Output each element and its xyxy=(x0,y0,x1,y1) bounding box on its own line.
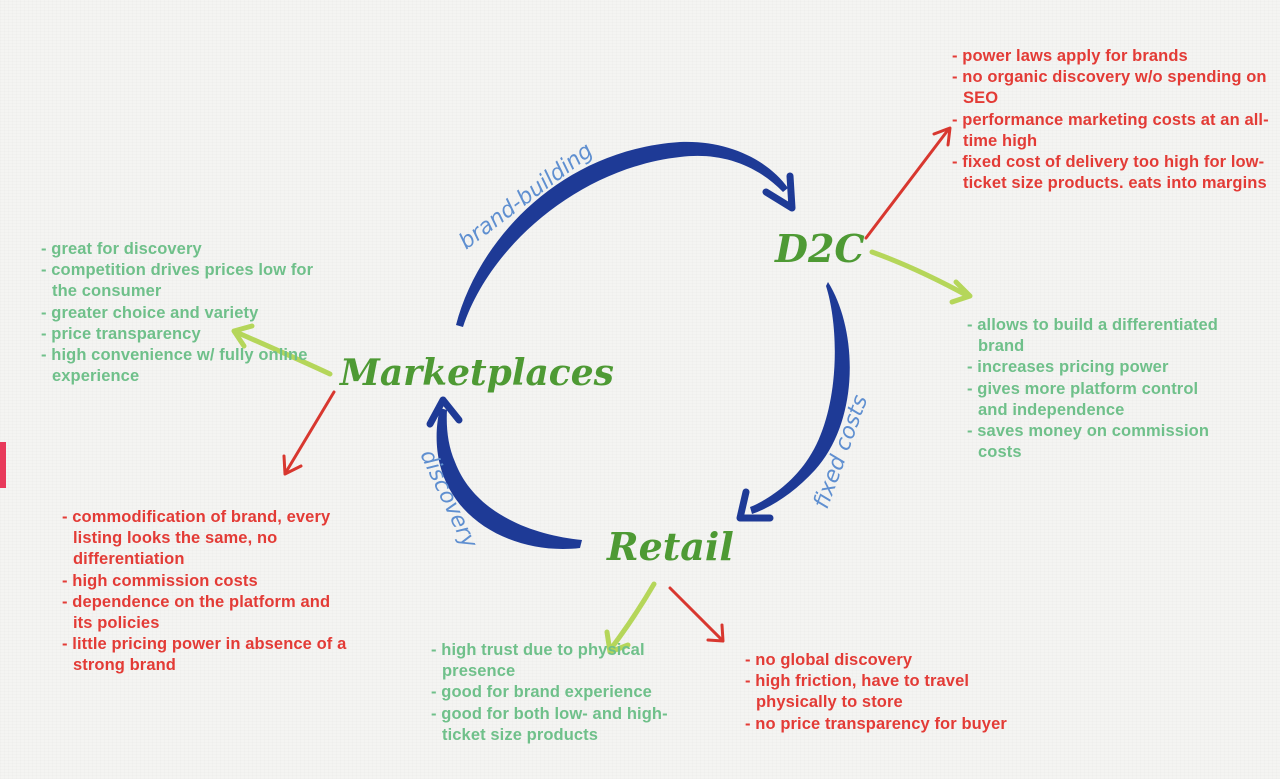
list-item: little pricing power in absence of a str… xyxy=(62,634,347,676)
list-item: allows to build a differentiated brand xyxy=(967,315,1227,357)
retail-cons-arrow xyxy=(668,586,724,642)
list-item: no price transparency for buyer xyxy=(745,714,1045,735)
fixed-costs-arrow xyxy=(750,282,850,514)
marketplaces-cons-list: commodification of brand, every listing … xyxy=(62,507,347,677)
list-item: price transparency xyxy=(41,324,321,345)
marketplaces-cons-arrowhead xyxy=(282,454,303,476)
d2c-cons-list: power laws apply for brands no organic d… xyxy=(952,46,1270,194)
list-item: dependence on the platform and its polic… xyxy=(62,592,347,634)
d2c-cons-arrowhead xyxy=(932,126,952,147)
list-item: commodification of brand, every listing … xyxy=(62,507,347,571)
list-item: gives more platform control and independ… xyxy=(967,379,1227,421)
list-item: high trust due to physical presence xyxy=(431,640,701,682)
list-item: fixed cost of delivery too high for low-… xyxy=(952,152,1270,194)
edge-label-brand-building: brand-building xyxy=(455,138,598,255)
list-item: no organic discovery w/o spending on SEO xyxy=(952,67,1270,109)
list-item: saves money on commission costs xyxy=(967,421,1227,463)
node-retail: Retail xyxy=(606,524,734,569)
marketplaces-cons-arrow xyxy=(284,390,336,474)
list-item: no global discovery xyxy=(745,650,1045,671)
brand-building-arrow xyxy=(456,141,788,327)
list-item: great for discovery xyxy=(41,239,321,260)
list-item: power laws apply for brands xyxy=(952,46,1270,67)
list-item: competition drives prices low for the co… xyxy=(41,260,321,302)
list-item: high friction, have to travel physically… xyxy=(745,671,1045,713)
d2c-cons-arrow xyxy=(864,128,950,240)
node-d2c: D2C xyxy=(774,226,865,271)
list-item: high convenience w/ fully online experie… xyxy=(41,345,321,387)
d2c-pros-list: allows to build a differentiated brand i… xyxy=(967,315,1227,463)
marketplaces-pros-list: great for discovery competition drives p… xyxy=(41,239,321,387)
retail-cons-arrowhead xyxy=(706,623,725,643)
brand-building-arrowhead xyxy=(762,172,796,212)
node-marketplaces: Marketplaces xyxy=(338,352,614,394)
side-marker xyxy=(0,442,6,488)
d2c-pros-arrowhead xyxy=(949,279,973,305)
list-item: performance marketing costs at an all-ti… xyxy=(952,110,1270,152)
retail-cons-list: no global discovery high friction, have … xyxy=(745,650,1045,735)
discovery-arrowhead xyxy=(426,396,463,428)
list-item: high commission costs xyxy=(62,571,347,592)
list-item: greater choice and variety xyxy=(41,303,321,324)
retail-pros-list: high trust due to physical presence good… xyxy=(431,640,701,746)
fixed-costs-arrowhead xyxy=(736,488,774,522)
list-item: good for brand experience xyxy=(431,682,701,703)
list-item: good for both low- and high-ticket size … xyxy=(431,704,701,746)
discovery-arrow xyxy=(436,408,582,549)
d2c-pros-arrow xyxy=(869,249,971,299)
list-item: increases pricing power xyxy=(967,357,1227,378)
